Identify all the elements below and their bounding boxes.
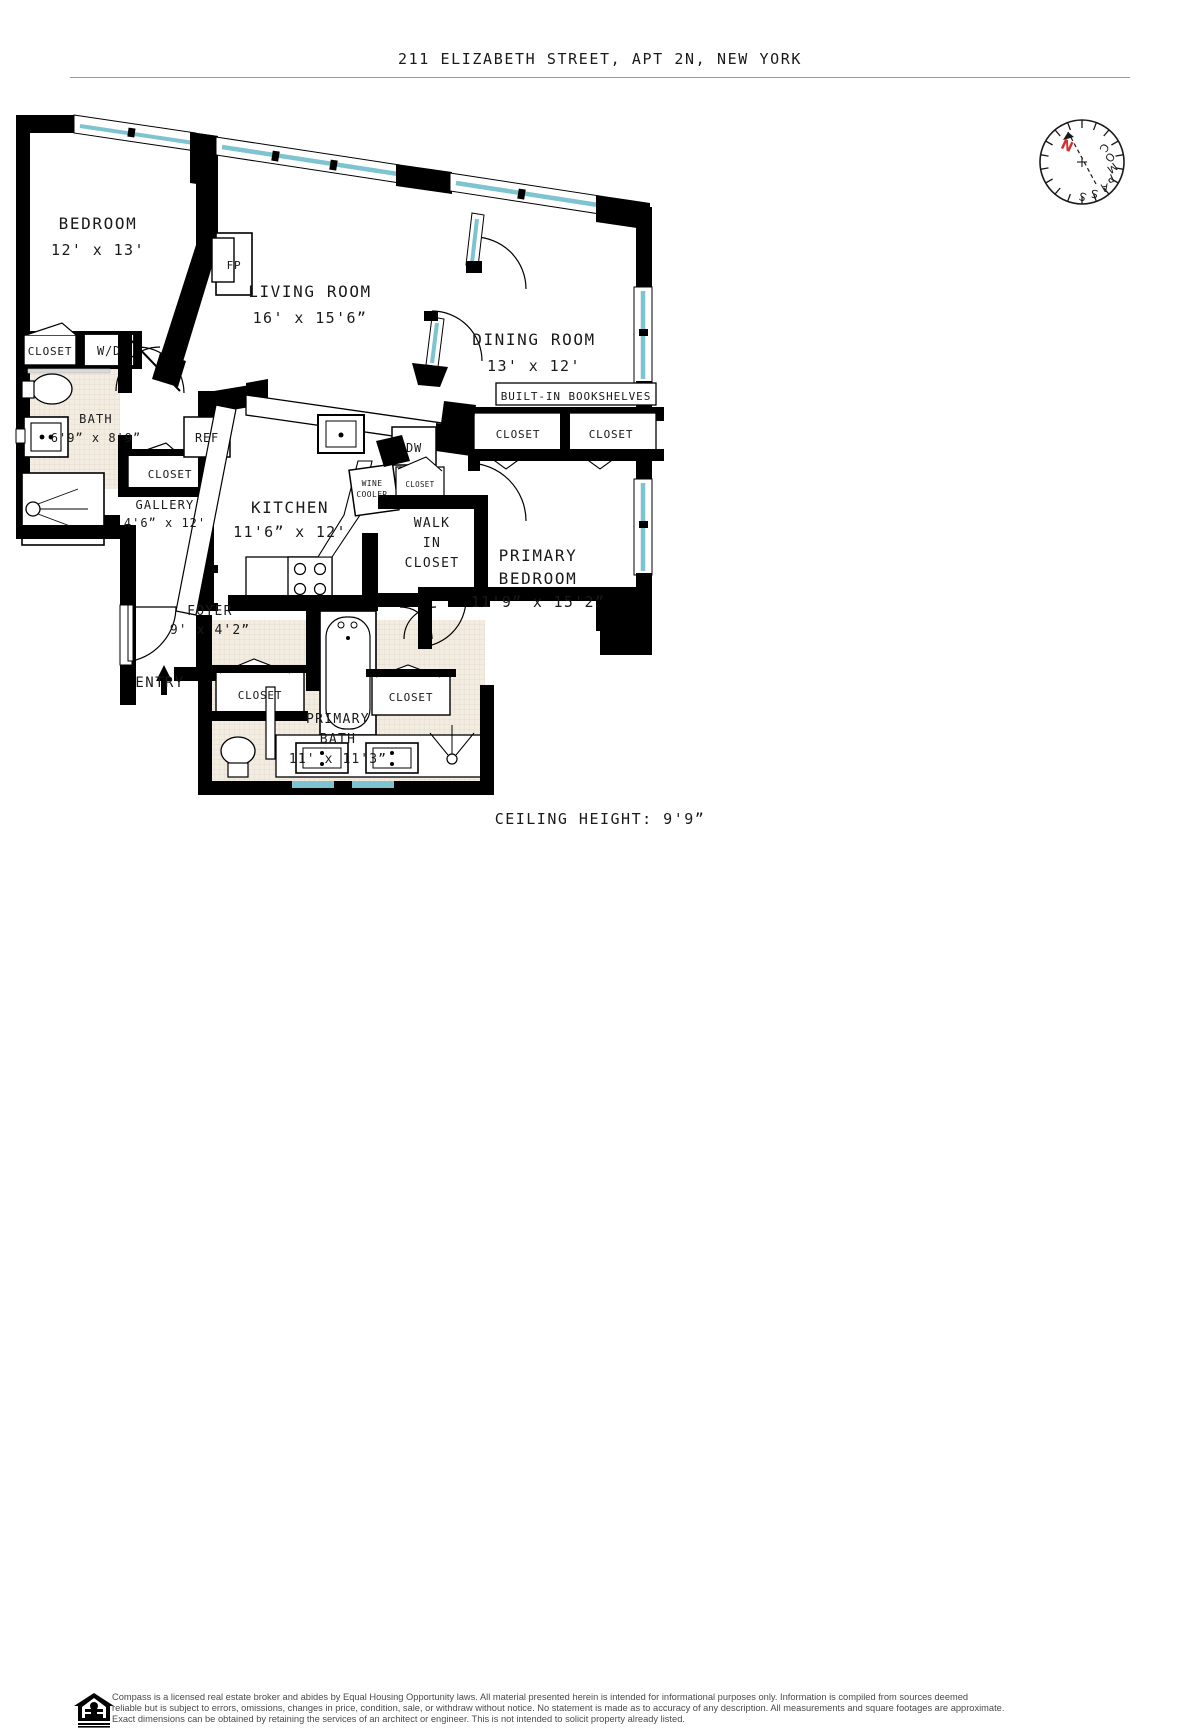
refrigerator-label: REF	[195, 431, 219, 445]
compass-ring-letter: P	[1104, 171, 1116, 186]
footer: Compass is a licensed real estate broker…	[0, 843, 1200, 1728]
primary-bedroom-structure	[418, 461, 618, 649]
closet-label-primary-bath: CLOSET	[389, 691, 434, 704]
closet-label-bedroom: CLOSET	[28, 345, 73, 358]
header-divider	[70, 77, 1130, 78]
closet-label-kitchen: CLOSET	[406, 480, 435, 489]
built-in-bookshelves-label: BUILT-IN BOOKSHELVES	[501, 390, 651, 403]
fireplace-label: FP	[227, 259, 242, 272]
room-label-primary-bath-line1: PRIMARY	[306, 712, 370, 727]
disclaimer-line-1: Compass is a licensed real estate broker…	[112, 1692, 969, 1702]
room-label-bath: BATH	[79, 412, 113, 426]
room-label-walk-in-closet-line1: WALK	[414, 516, 451, 531]
wine-cooler-label-line2: COOLER	[356, 490, 387, 499]
room-label-primary-bedroom-line2: BEDROOM	[499, 569, 578, 588]
closet-label-dining-2: CLOSET	[589, 428, 634, 441]
walk-in-closet-walls	[378, 495, 490, 607]
room-dim-gallery: 4'6” x 12'	[124, 516, 206, 530]
foyer-closet-group	[212, 658, 308, 721]
equal-housing-opportunity-icon	[74, 1693, 114, 1728]
room-label-foyer: FOYER	[187, 604, 233, 619]
primary-bath-closet-group	[366, 664, 456, 716]
room-label-dining-room: DINING ROOM	[472, 330, 596, 349]
room-label-primary-bedroom-line1: PRIMARY	[499, 546, 578, 565]
room-dim-bath: 6'9” x 8'9”	[51, 431, 141, 445]
wine-cooler-label-line1: WINE	[362, 479, 383, 488]
room-label-gallery: GALLERY	[136, 498, 195, 512]
room-dim-living-room: 16' x 15'6”	[253, 309, 368, 327]
room-dim-kitchen: 11'6” x 12'	[233, 523, 347, 541]
room-label-walk-in-closet-line3: CLOSET	[405, 556, 460, 571]
closet-label-dining-1: CLOSET	[496, 428, 541, 441]
room-label-primary-bath-line2: BATH	[320, 732, 357, 747]
room-dim-primary-bath: 11' x 11'3”	[289, 752, 387, 767]
page-title: 211 ELIZABETH STREET, APT 2N, NEW YORK	[398, 50, 802, 68]
floor-plan-canvas: BEDROOM 12' x 13' LIVING ROOM 16' x 15'6…	[0, 95, 1200, 815]
room-dim-primary-bedroom: 11'9” x 15'2”	[471, 593, 605, 611]
disclaimer-line-2: reliable but is subject to errors, omiss…	[112, 1703, 1005, 1713]
washer-dryer-label: W/D	[97, 344, 121, 358]
room-dim-bedroom: 12' x 13'	[51, 241, 145, 259]
closet-label-foyer: CLOSET	[238, 689, 283, 702]
living-dining-walls	[412, 212, 485, 387]
compass-ring-letter: S	[1077, 189, 1088, 204]
door-swings	[115, 236, 527, 648]
dishwasher-label: DW	[406, 441, 422, 455]
room-dim-dining-room: 13' x 12'	[487, 357, 581, 375]
disclaimer-text: Compass is a licensed real estate broker…	[112, 1692, 1142, 1725]
closet-label-bath: CLOSET	[148, 468, 193, 481]
entry-arrow-icon	[156, 665, 172, 695]
kitchen-closet-group	[376, 435, 445, 500]
disclaimer-line-3: Exact dimensions can be obtained by reta…	[112, 1714, 685, 1724]
room-label-bedroom: BEDROOM	[59, 214, 138, 233]
ceiling-height-label: CEILING HEIGHT: 9'9”	[494, 810, 706, 828]
dining-closets-group	[440, 382, 664, 470]
room-dim-foyer: 9' x 4'2”	[170, 623, 250, 638]
room-label-living-room: LIVING ROOM	[248, 282, 372, 301]
entry-label: ENTRY	[135, 675, 184, 691]
compass-ring-letter: S	[1090, 187, 1099, 201]
compass-rose: N C O M P A S S	[1039, 119, 1125, 205]
room-label-kitchen: KITCHEN	[251, 498, 329, 517]
compass-ring-letter: A	[1099, 180, 1109, 194]
room-label-walk-in-closet-line2: IN	[423, 536, 441, 551]
foyer-group	[119, 599, 230, 705]
